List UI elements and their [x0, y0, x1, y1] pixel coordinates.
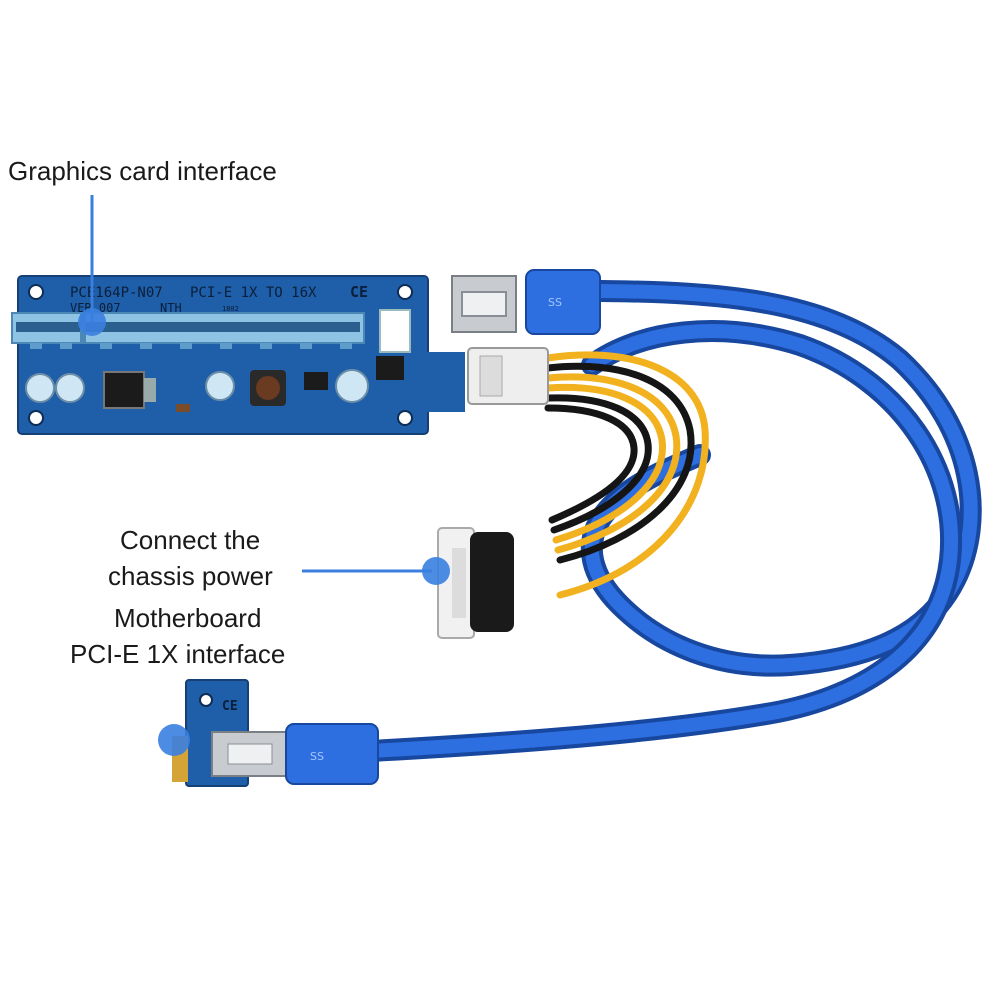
pcie-x16-slot — [11, 312, 365, 349]
callout-chassis-leader — [302, 557, 450, 585]
sata-power-connector — [437, 527, 514, 639]
pcie-1x-adapter: CE — [172, 679, 287, 787]
six-pin-connector — [425, 347, 549, 412]
smd-resistor — [176, 404, 190, 412]
voltage-regulator — [103, 371, 145, 409]
riser-board: PCE164P-N07 PCI-E 1X TO 16X CE VER 007 N… — [11, 275, 429, 435]
riser-usb-port — [451, 275, 517, 333]
regulator-tab — [144, 378, 156, 402]
graphics-marker-dot — [78, 308, 106, 336]
board-version-print: VER 007 — [70, 301, 121, 315]
ic-chip — [304, 372, 328, 390]
callout-chassis-line1: Connect the — [120, 525, 261, 555]
adapter-usb-plug: SS — [285, 723, 379, 785]
callout-chassis-line2: chassis power — [108, 561, 273, 591]
capacitors — [25, 369, 369, 403]
adapter-ce-mark: CE — [222, 699, 238, 714]
inductor-coil — [256, 376, 280, 400]
board-spec-print: PCI-E 1X TO 16X — [190, 285, 317, 301]
ic-chip-right — [376, 356, 404, 380]
board-vendor-print: NTH — [160, 301, 182, 315]
board-ce-mark: CE — [350, 283, 368, 301]
usb-cable — [359, 280, 982, 762]
callout-graphics-card: Graphics card interface — [8, 156, 277, 186]
slot-latch — [379, 309, 411, 353]
chassis-marker-dot — [422, 557, 450, 585]
svg-text:SS: SS — [548, 296, 562, 309]
board-code-print: 1802 — [222, 305, 239, 313]
motherboard-marker-dot — [158, 724, 190, 756]
callout-motherboard-line1: Motherboard — [114, 603, 262, 633]
callout-graphics-leader — [78, 195, 106, 336]
board-model-print: PCE164P-N07 — [70, 285, 163, 301]
callout-motherboard-leader — [158, 724, 190, 756]
riser-usb-plug: SS — [525, 269, 601, 335]
svg-text:SS: SS — [310, 750, 324, 763]
power-wires — [544, 351, 709, 599]
callout-motherboard-line2: PCI-E 1X interface — [70, 639, 286, 669]
